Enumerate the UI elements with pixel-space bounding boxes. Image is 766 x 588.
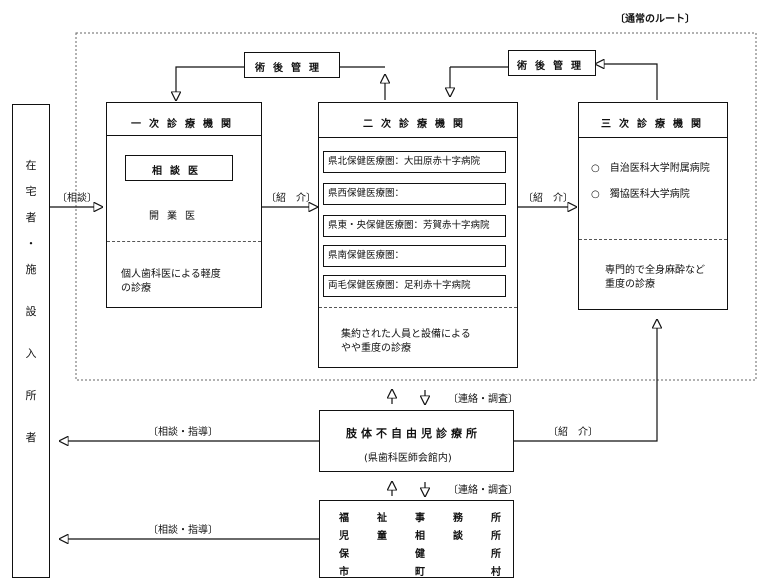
- hospital-row: 両毛保健医療圏：足利赤十字病院: [323, 275, 506, 297]
- box-title: 二次診療機関: [363, 119, 471, 130]
- primary-desc-line2: の診療: [121, 283, 151, 294]
- tertiary-desc-line1: 専門的で全身麻酔など: [605, 265, 705, 276]
- liaison-survey-label: 〔連絡・調査〕: [448, 394, 518, 405]
- secondary-desc-line1: 集約された人員と設備による: [341, 329, 471, 340]
- secondary-desc-line2: やや重度の診療: [341, 343, 411, 354]
- welfare-char: 福: [339, 512, 349, 524]
- home-facility-residents-box: 在 宅 者 ・ 施 設 入 所 者: [12, 104, 50, 578]
- welfare-offices-box: 福 祉 事 務 所 児 童 相 談 所 保 健 所 市 町 村: [319, 500, 514, 578]
- welfare-char: 務: [453, 512, 463, 524]
- welfare-char: 健: [415, 548, 425, 560]
- column-char: 設: [25, 305, 37, 318]
- welfare-offices-grid: 福 祉 事 務 所 児 童 相 談 所 保 健 所 市 町 村: [338, 507, 512, 579]
- welfare-char: 町: [415, 566, 425, 578]
- clinic-title: 肢体不自由児診療所: [346, 427, 481, 440]
- welfare-char: 談: [453, 530, 463, 542]
- post-management-label: 術後管理: [517, 61, 589, 72]
- welfare-char: 市: [339, 566, 349, 578]
- welfare-char: 村: [491, 566, 501, 578]
- welfare-char: 童: [377, 530, 387, 542]
- box-title: 三次診療機関: [601, 119, 709, 130]
- routine-route-label: 〔通常のルート〕: [615, 14, 695, 25]
- welfare-char: 相: [415, 530, 425, 542]
- welfare-char: 保: [339, 548, 349, 560]
- column-char: 宅: [25, 185, 37, 198]
- box-title: 一次診療機関: [131, 119, 239, 130]
- university-hospital-item: ○ 獨協医科大学病院: [591, 189, 690, 200]
- secondary-care-box: 二次診療機関 県北保健医療圏：大田原赤十字病院 県西保健医療圏： 県東・央保健医…: [318, 102, 518, 368]
- referral-label: 〔紹 介〕: [548, 427, 598, 438]
- welfare-char: 所: [491, 512, 501, 524]
- liaison-survey-label: 〔連絡・調査〕: [448, 485, 518, 496]
- welfare-char: 祉: [377, 512, 387, 524]
- university-hospital-item: ○ 自治医科大学附属病院: [591, 163, 710, 174]
- hospital-row: 県西保健医療圏：: [323, 183, 506, 205]
- tertiary-care-box: 三次診療機関 ○ 自治医科大学附属病院 ○ 獨協医科大学病院 専門的で全身麻酔な…: [578, 102, 728, 310]
- hospital-row: 県北保健医療圏：大田原赤十字病院: [323, 151, 506, 173]
- disabled-children-clinic-box: 肢体不自由児診療所 (県歯科医師会館内): [319, 410, 514, 472]
- referral-label: 〔紹 介〕: [523, 193, 573, 204]
- welfare-char: 児: [339, 530, 349, 542]
- hospital-row: 県東・央保健医療圏：芳賀赤十字病院: [323, 215, 506, 237]
- column-char: 入: [25, 347, 37, 360]
- practitioner-label: 開業医: [149, 211, 203, 222]
- primary-desc-line1: 個人歯科医による軽度: [121, 269, 221, 280]
- post-management-label: 術後管理: [255, 63, 327, 74]
- column-char: 在: [25, 159, 37, 172]
- post-management-box-right: 術後管理: [508, 50, 596, 76]
- consulting-dentist-box: 相談医: [125, 155, 233, 181]
- column-char: 者: [25, 211, 37, 224]
- welfare-char: 事: [415, 512, 425, 524]
- column-char: 者: [25, 431, 37, 444]
- clinic-subtitle: (県歯科医師会館内): [364, 453, 452, 464]
- post-management-box-left: 術後管理: [244, 52, 340, 78]
- welfare-char: 所: [491, 548, 501, 560]
- column-char: 所: [25, 389, 37, 402]
- tertiary-desc-line2: 重度の診療: [605, 279, 655, 290]
- hospital-row: 県南保健医療圏：: [323, 245, 506, 267]
- consulting-dentist-label: 相談医: [152, 166, 206, 177]
- welfare-char: 所: [491, 530, 501, 542]
- consult-label: 〔相談〕: [57, 193, 97, 204]
- column-char: 施: [25, 263, 37, 276]
- primary-care-box: 一次診療機関 相談医 開業医 個人歯科医による軽度 の診療: [106, 102, 262, 308]
- column-char: ・: [25, 237, 37, 250]
- referral-label: 〔紹 介〕: [266, 193, 316, 204]
- consult-guidance-label: 〔相談・指導〕: [148, 525, 218, 536]
- consult-guidance-label: 〔相談・指導〕: [148, 427, 218, 438]
